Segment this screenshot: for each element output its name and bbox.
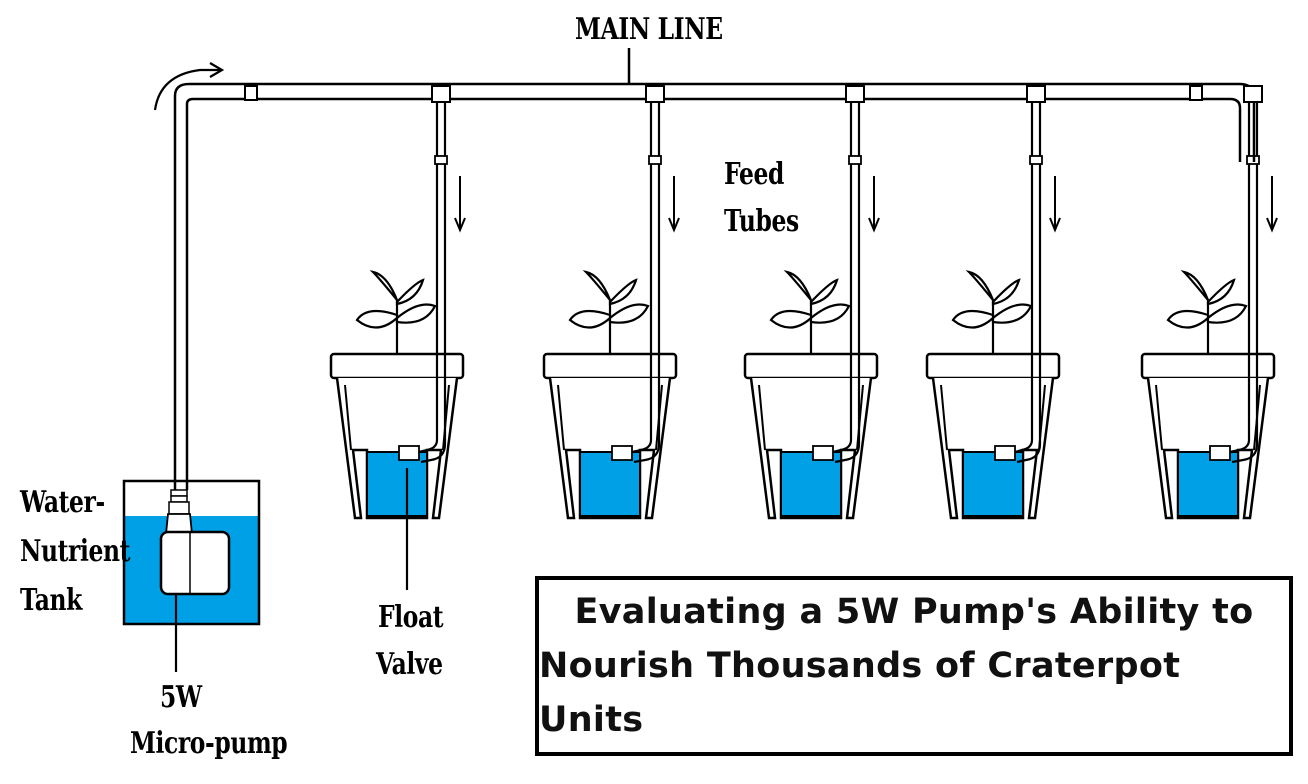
pot-rim [329, 352, 465, 380]
leaf [395, 303, 437, 324]
pump-label-line1: 5W [160, 680, 202, 715]
float-valve-label-line2: Valve [376, 647, 443, 682]
leaf [783, 270, 813, 301]
tube-clamp [848, 155, 862, 165]
float-valve [994, 445, 1016, 461]
tube-clamp [648, 155, 662, 165]
reservoir-water [366, 451, 428, 517]
micro-pump [159, 489, 231, 596]
leaf [809, 303, 851, 324]
title-line-2: Nourish Thousands of Craterpot Units [539, 646, 1181, 740]
float-valve-label-line1: Float [378, 600, 444, 635]
main-line-label: MAIN LINE [575, 12, 723, 47]
down-arrow-icon [668, 217, 680, 233]
leaf [809, 278, 839, 306]
feed-tube [1229, 99, 1251, 454]
title-line-1: Evaluating a 5W Pump's Ability to [574, 592, 1254, 632]
feed-tube [832, 99, 853, 454]
inline-coupler [244, 85, 258, 101]
tee-coupler [431, 85, 451, 103]
leaf [369, 270, 399, 301]
leaf [1206, 303, 1248, 324]
leaf [1166, 309, 1210, 329]
feed-tube [418, 99, 439, 454]
main-line-couplers [244, 85, 1263, 103]
pot-rim [743, 352, 879, 380]
pump-label-line2: Micro-pump [130, 726, 288, 761]
leaf [1206, 278, 1236, 306]
title-box: Evaluating a 5W Pump's Ability to Nouris… [535, 576, 1293, 756]
down-arrow-icon [868, 217, 880, 233]
tank-label-line1: Water- [20, 485, 105, 520]
feed-tube [631, 99, 653, 454]
leaf [608, 303, 650, 324]
feed-tubes-label-line1: Feed [724, 157, 784, 192]
leaf [395, 278, 425, 306]
float-valve [1209, 445, 1231, 461]
pots-layer [329, 99, 1278, 520]
craterpot-unit [1140, 99, 1278, 520]
tank-outline [122, 479, 261, 626]
leaf [608, 278, 638, 306]
feed-tube [1014, 99, 1034, 454]
tube-clamp [1029, 155, 1043, 165]
float-valve [398, 445, 420, 461]
tank-label-line2: Nutrient [20, 534, 131, 569]
reservoir-water [1177, 451, 1239, 517]
reservoir-water [962, 451, 1024, 517]
craterpot-unit [329, 99, 466, 520]
leaf [355, 309, 399, 329]
feed-tubes-label-line2: Tubes [724, 204, 799, 239]
tee-coupler [1026, 85, 1046, 103]
leaf [965, 270, 995, 301]
pot-rim [542, 352, 678, 380]
leaf [951, 309, 995, 329]
leaf [769, 309, 813, 329]
water-nutrient-tank [122, 479, 261, 672]
pump-body [159, 530, 231, 596]
leaf [991, 278, 1021, 306]
tee-coupler [1243, 85, 1263, 103]
tee-coupler [845, 85, 865, 103]
craterpot-unit [542, 99, 680, 520]
flow-direction-arrow-icon [153, 62, 225, 111]
craterpot-unit [925, 99, 1061, 520]
leaf [582, 270, 612, 301]
supply-riser [173, 82, 1256, 490]
reservoir-water [579, 451, 641, 517]
tank-label-line3: Tank [20, 583, 83, 618]
leaf [991, 303, 1033, 324]
craterpot-unit [743, 99, 880, 520]
float-valve [812, 445, 834, 461]
float-valve [611, 445, 633, 461]
leaf [568, 309, 612, 329]
down-arrow-icon [1049, 217, 1061, 233]
reservoir-water [780, 451, 842, 517]
leaf [1180, 270, 1210, 301]
down-arrow-icon [454, 217, 466, 233]
pot-rim [1140, 352, 1276, 380]
tube-clamp [434, 155, 448, 165]
inline-coupler [1189, 85, 1203, 101]
down-arrow-icon [1266, 217, 1278, 233]
tee-coupler [645, 85, 665, 103]
